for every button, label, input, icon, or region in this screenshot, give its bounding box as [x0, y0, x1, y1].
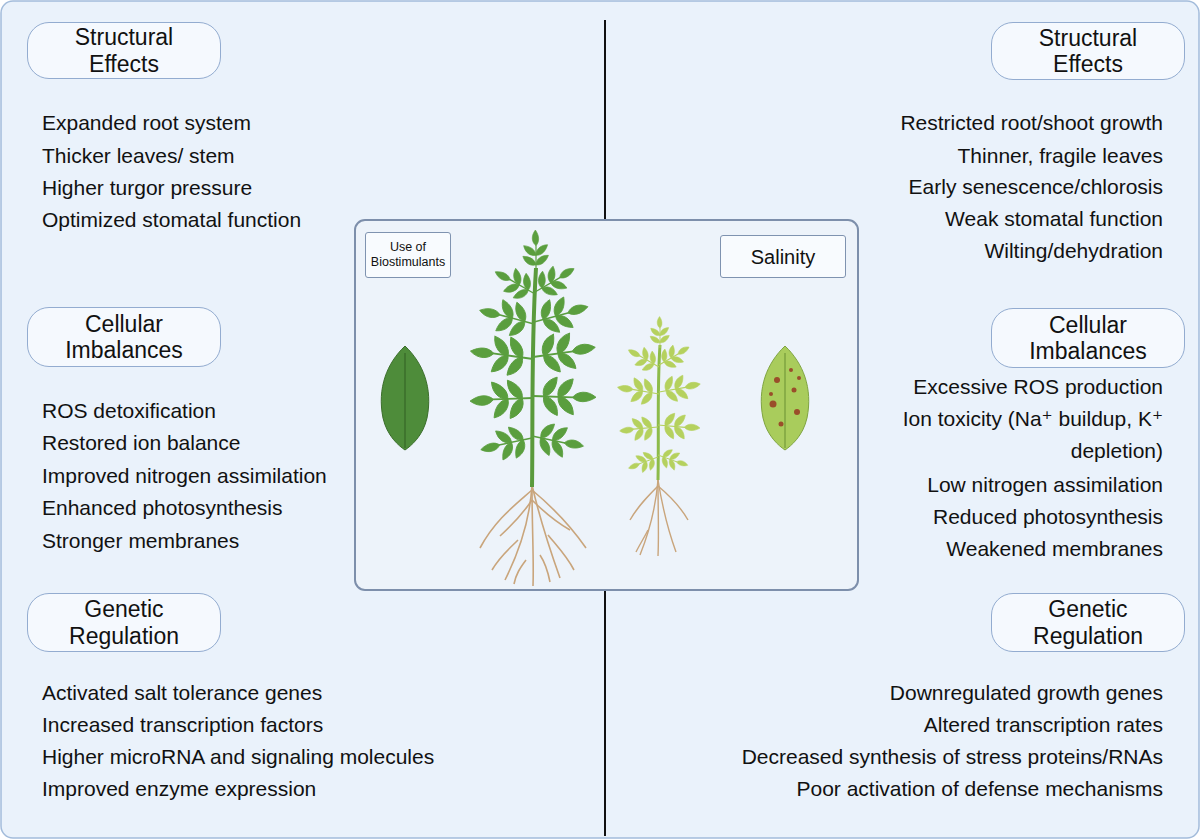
section-heading: Cellular Imbalances: [991, 308, 1185, 368]
list-item: Enhanced photosynthesis: [42, 492, 283, 524]
heading-text: Cellular Imbalances: [1020, 312, 1156, 365]
list-item: Low nitrogen assimilation: [927, 469, 1163, 501]
list-item: Weak stomatal function: [945, 203, 1163, 235]
list-item: Restricted root/shoot growth: [900, 107, 1163, 139]
heading-text: Structural Effects: [56, 24, 192, 77]
list-item: Improved enzyme expression: [42, 773, 316, 805]
section-heading: Structural Effects: [991, 22, 1185, 80]
list-item: Downregulated growth genes: [890, 677, 1163, 709]
panel-label: Salinity: [720, 235, 846, 278]
heading-text: Cellular Imbalances: [56, 311, 192, 364]
list-item: Ion toxicity (Na⁺ buildup, K⁺ depletion): [888, 403, 1163, 467]
list-item: Early senescence/chlorosis: [909, 171, 1163, 203]
list-item: Reduced photosynthesis: [933, 501, 1163, 533]
list-item: Stronger membranes: [42, 525, 239, 557]
heading-text: Genetic Regulation: [1020, 596, 1156, 649]
heading-text: Salinity: [751, 245, 815, 269]
list-item: Improved nitrogen assimilation: [42, 460, 327, 492]
list-item: Activated salt tolerance genes: [42, 677, 322, 709]
section-heading: Genetic Regulation: [27, 593, 221, 652]
section-heading: Genetic Regulation: [991, 593, 1185, 652]
list-item: Wilting/dehydration: [984, 235, 1163, 267]
section-heading: Cellular Imbalances: [27, 307, 221, 367]
list-item: Thicker leaves/ stem: [42, 140, 235, 172]
list-item: Restored ion balance: [42, 427, 240, 459]
center-panel: [355, 220, 858, 590]
section-heading: Structural Effects: [27, 22, 221, 79]
list-item: Decreased synthesis of stress proteins/R…: [742, 741, 1163, 773]
list-item: Weakened membranes: [946, 533, 1163, 565]
list-item: Increased transcription factors: [42, 709, 323, 741]
list-item: Thinner, fragile leaves: [958, 140, 1163, 172]
list-item: ROS detoxification: [42, 395, 216, 427]
panel-label: Use of Biostimulants: [365, 232, 451, 278]
list-item: Optimized stomatal function: [42, 204, 301, 236]
list-item: Poor activation of defense mechanisms: [796, 773, 1163, 805]
list-item: Higher turgor pressure: [42, 172, 252, 204]
stressed-plant: [615, 317, 809, 557]
list-item: Higher microRNA and signaling molecules: [42, 741, 434, 773]
heading-text: Structural Effects: [1020, 25, 1156, 78]
list-item: Excessive ROS production: [913, 371, 1163, 403]
list-item: Expanded root system: [42, 107, 251, 139]
heading-text: Use of Biostimulants: [368, 240, 448, 270]
list-item: Altered transcription rates: [924, 709, 1163, 741]
healthy-plant: [381, 230, 598, 586]
heading-text: Genetic Regulation: [56, 596, 192, 649]
